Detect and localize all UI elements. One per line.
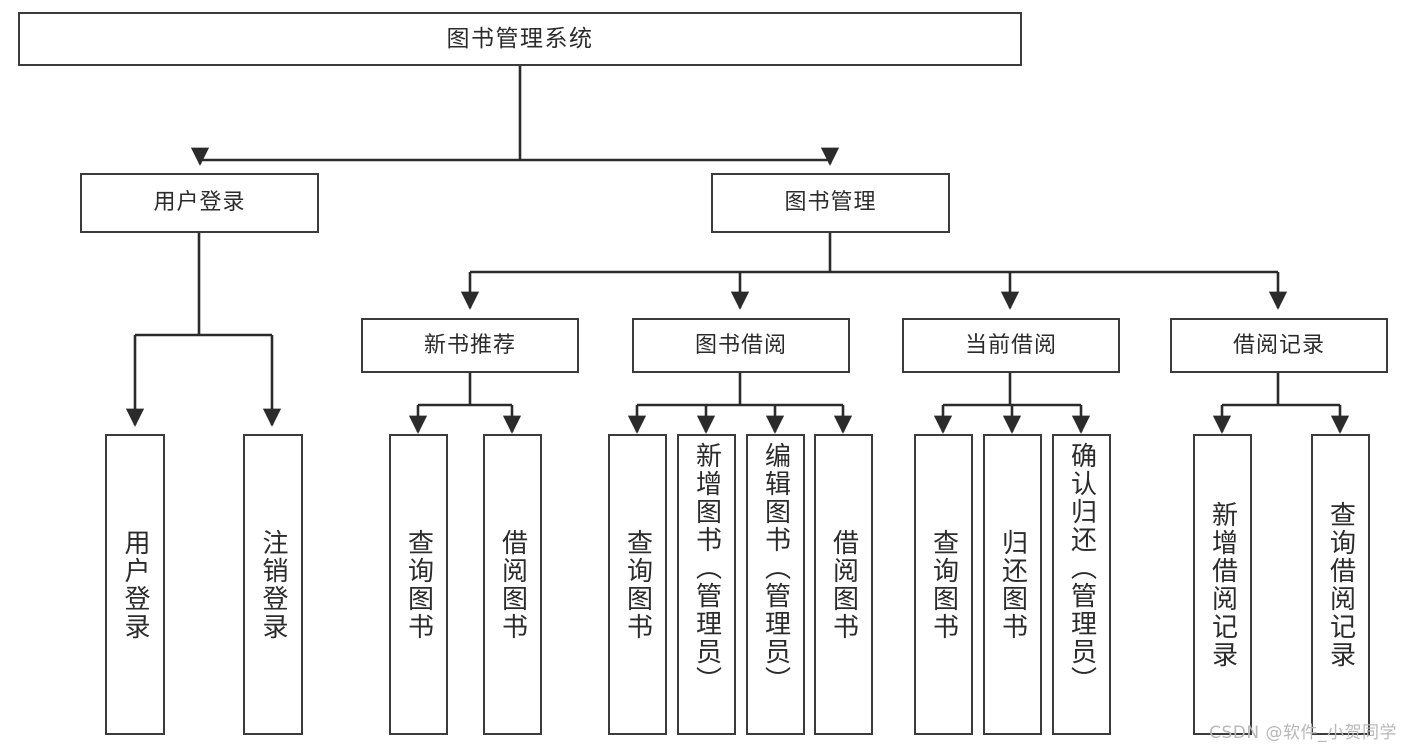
node-borrow-record[interactable]: 借阅记录 [1170,318,1388,373]
leaf-current-borrow-confirm-return-label: 确认归还（管理员） [1066,442,1097,694]
leaf-borrow-record-query[interactable]: 查询借阅记录 [1311,434,1370,735]
leaf-current-borrow-return-label: 归还图书 [997,528,1028,641]
leaf-borrow-record-query-label: 查询借阅记录 [1325,500,1356,669]
leaf-user-login-logout[interactable]: 注销登录 [243,434,303,735]
node-book-management[interactable]: 图书管理 [711,173,950,233]
node-user-login-label: 用户登录 [153,190,246,216]
leaf-user-login-logout-label: 注销登录 [258,528,288,641]
leaf-current-borrow-query[interactable]: 查询图书 [914,434,973,735]
leaf-book-borrow-borrow[interactable]: 借阅图书 [814,434,873,735]
node-current-borrow-label: 当前借阅 [964,332,1057,358]
leaf-borrow-record-add-label: 新增借阅记录 [1207,500,1238,669]
leaf-current-borrow-query-label: 查询图书 [928,528,959,641]
node-root-system-label: 图书管理系统 [446,25,594,52]
node-user-login[interactable]: 用户登录 [80,173,319,233]
leaf-current-borrow-confirm-return[interactable]: 确认归还（管理员） [1052,434,1111,735]
leaf-user-login-login-label: 用户登录 [120,528,150,641]
leaf-book-borrow-edit[interactable]: 编辑图书（管理员） [746,434,805,735]
leaf-new-book-borrow[interactable]: 借阅图书 [483,434,542,735]
leaf-user-login-login[interactable]: 用户登录 [105,434,165,735]
leaf-book-borrow-add[interactable]: 新增图书（管理员） [677,434,736,735]
node-book-management-label: 图书管理 [784,190,877,216]
node-book-borrow-label: 图书借阅 [694,332,787,358]
leaf-new-book-query[interactable]: 查询图书 [389,434,448,735]
node-new-book-recommend[interactable]: 新书推荐 [361,318,579,373]
node-root-system[interactable]: 图书管理系统 [18,12,1022,66]
leaf-new-book-query-label: 查询图书 [403,528,434,641]
leaf-book-borrow-query-label: 查询图书 [622,528,653,641]
leaf-book-borrow-add-label: 新增图书（管理员） [691,442,722,694]
leaf-new-book-borrow-label: 借阅图书 [497,528,528,641]
leaf-book-borrow-borrow-label: 借阅图书 [828,528,859,641]
node-new-book-recommend-label: 新书推荐 [423,332,516,358]
node-book-borrow[interactable]: 图书借阅 [632,318,850,373]
node-borrow-record-label: 借阅记录 [1232,332,1325,358]
leaf-current-borrow-return[interactable]: 归还图书 [983,434,1042,735]
leaf-book-borrow-edit-label: 编辑图书（管理员） [760,442,791,694]
node-current-borrow[interactable]: 当前借阅 [902,318,1120,373]
leaf-borrow-record-add[interactable]: 新增借阅记录 [1193,434,1252,735]
leaf-book-borrow-query[interactable]: 查询图书 [608,434,667,735]
